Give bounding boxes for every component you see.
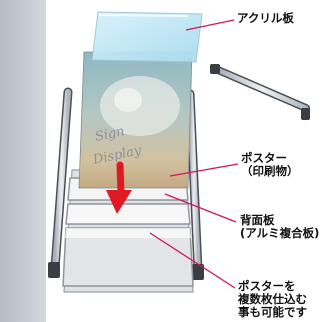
- label-multi-poster: ポスターを 複数枚仕込む 事も可能です: [238, 280, 307, 319]
- label-poster-line-2: （印刷物）: [241, 164, 299, 178]
- label-acrylic-text: アクリル板: [237, 11, 294, 25]
- label-poster: ポスター （印刷物）: [241, 152, 299, 178]
- side-strip: [0, 0, 46, 322]
- leader-poster: [169, 163, 239, 177]
- leader-acrylic: [185, 19, 235, 31]
- label-acrylic: アクリル板: [237, 12, 294, 25]
- label-multi-line-1: ポスターを: [238, 279, 296, 293]
- leader-lines: [149, 19, 239, 289]
- label-back-panel: 背面板 (アルミ複合板): [240, 214, 319, 240]
- label-multi-line-2: 複数枚仕込む: [238, 292, 307, 306]
- top-rail: [210, 64, 310, 120]
- stand-frame: [48, 87, 204, 280]
- label-back-panel-line-2: (アルミ複合板): [240, 226, 320, 240]
- leader-multi: [149, 232, 236, 289]
- label-back-panel-line-1: 背面板: [240, 213, 275, 227]
- label-poster-line-1: ポスター: [241, 151, 287, 165]
- acrylic-panel: [91, 11, 203, 63]
- poster-text-line-1: Sign: [94, 124, 126, 145]
- label-multi-line-3: 事も可能です: [238, 305, 307, 319]
- insert-arrow: [106, 161, 132, 214]
- leader-back-panel: [164, 193, 237, 223]
